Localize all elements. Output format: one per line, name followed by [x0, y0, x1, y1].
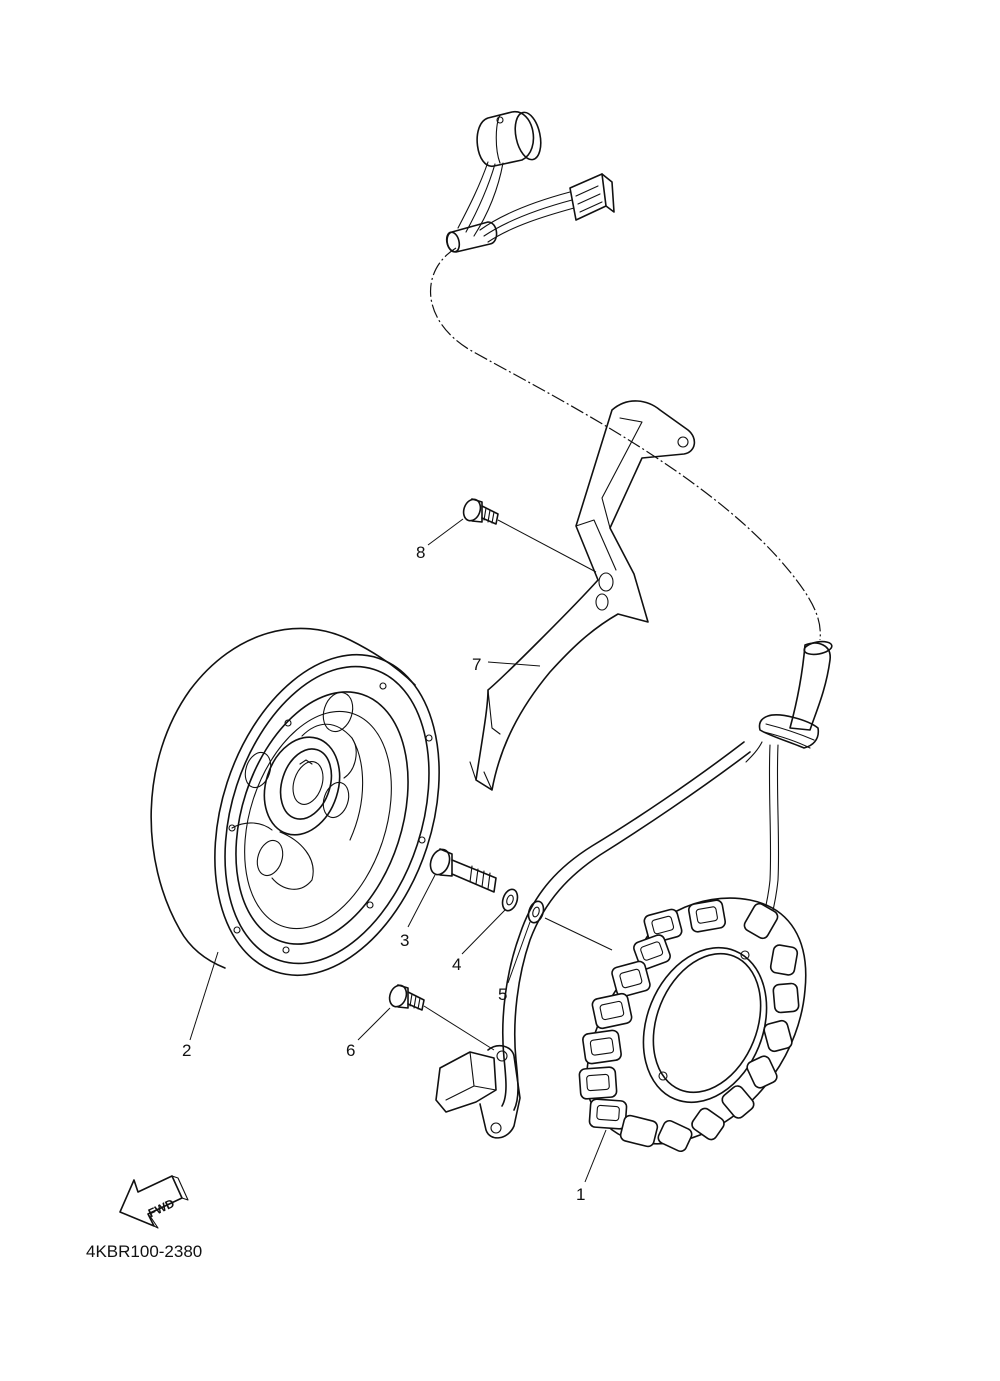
leader-3 [407, 874, 436, 928]
callout-label-6: 6 [346, 1041, 355, 1060]
leader-8 [427, 518, 464, 546]
callout-label-4: 4 [452, 955, 461, 974]
leader-2 [189, 951, 219, 1041]
washer-4 [501, 888, 519, 912]
leader-5 [507, 921, 531, 984]
leader-1 [584, 1129, 607, 1183]
screw-8 [462, 498, 499, 525]
callout-label-5: 5 [498, 985, 507, 1004]
callout-label-7: 7 [472, 655, 481, 674]
fwd-marker-text: FWD [146, 1196, 177, 1220]
pickup-coil [435, 1044, 521, 1139]
stator-coil-assembly [501, 640, 833, 1153]
flywheel-rotor [150, 627, 440, 977]
stator-plate [469, 400, 696, 791]
wire-harness-connectors [445, 111, 615, 253]
leader-4 [461, 909, 506, 955]
screw-6-guide-line [423, 1005, 495, 1051]
callout-label-8: 8 [416, 543, 425, 562]
callout-label-3: 3 [400, 931, 409, 950]
screw-6 [388, 984, 425, 1011]
callout-label-1: 1 [576, 1185, 585, 1204]
bolt-3 [429, 848, 497, 893]
bolt-3-guide-line [544, 917, 613, 951]
fwd-arrow-icon: FWD [119, 1175, 189, 1229]
screw-8-guide-line [497, 519, 597, 573]
callout-label-2: 2 [182, 1041, 191, 1060]
drawing-code: 4KBR100-2380 [86, 1242, 202, 1261]
washer-5 [527, 900, 545, 924]
leader-7 [487, 661, 541, 667]
harness-cable-line [429, 247, 821, 641]
leader-6 [357, 1007, 391, 1041]
